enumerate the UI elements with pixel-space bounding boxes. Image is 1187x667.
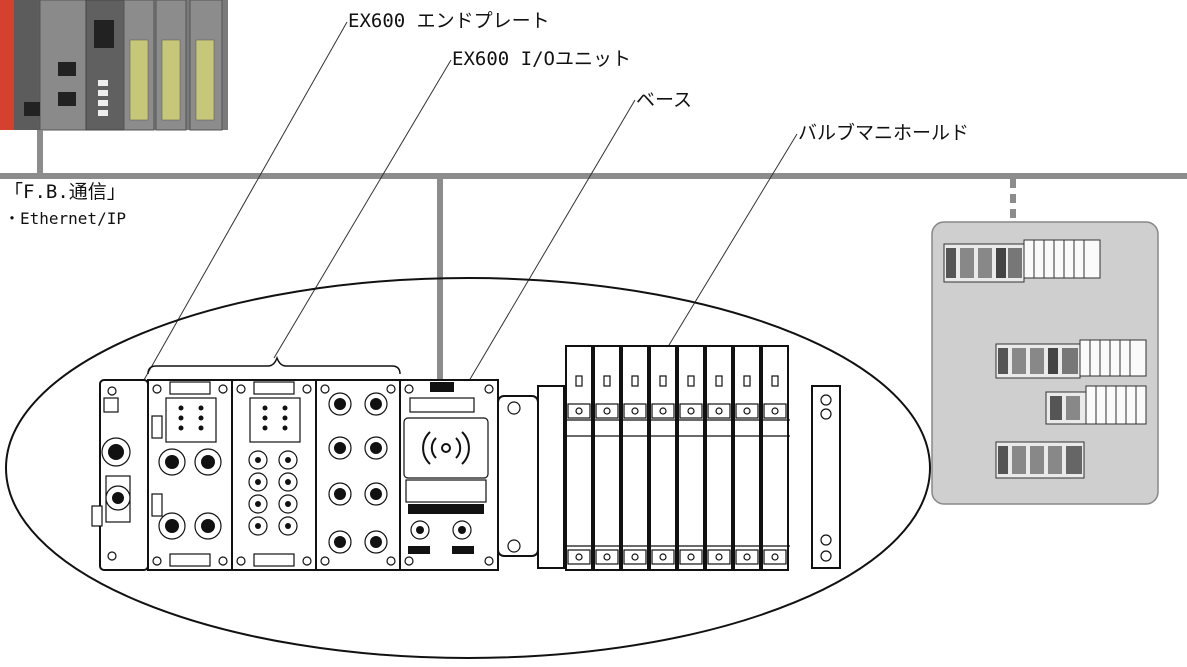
leader-io-unit: [273, 59, 452, 359]
leader-base: [465, 99, 636, 387]
mini-manifold-3: [1045, 385, 1147, 425]
mini-manifold-2: [995, 339, 1147, 379]
label-io-unit: EX600 I/Oユニット: [452, 48, 631, 70]
mini-manifold-1: [943, 239, 1101, 283]
network-title: 「F.B.通信」: [4, 181, 126, 203]
io-unit-1: [147, 379, 233, 571]
leader-end-plate: [135, 21, 348, 395]
ex600-manifold: [91, 379, 499, 571]
wireless-icon: [422, 431, 470, 465]
leader-valve-manifold: [665, 133, 798, 351]
label-valve-manifold: バルブマニホールド: [798, 121, 969, 144]
label-base: ベース: [636, 89, 692, 111]
io-unit-3: [315, 379, 401, 571]
network-protocol: ・Ethernet/IP: [4, 209, 126, 228]
m12-connector-row: [158, 448, 222, 540]
plc-unit: [0, 0, 228, 131]
io-unit-2: [231, 379, 317, 571]
io-unit-brace: [147, 355, 401, 375]
end-plate: [91, 379, 149, 571]
label-end-plate: EX600 エンドプレート: [348, 10, 550, 32]
valve-manifold: [497, 345, 841, 571]
leader-lines: [135, 21, 798, 395]
wireless-si-unit: [399, 379, 499, 571]
system-ellipse: [5, 277, 931, 659]
valve-stations: [565, 345, 789, 571]
inset-panel: [931, 221, 1159, 505]
mini-manifold-4: [995, 441, 1085, 479]
